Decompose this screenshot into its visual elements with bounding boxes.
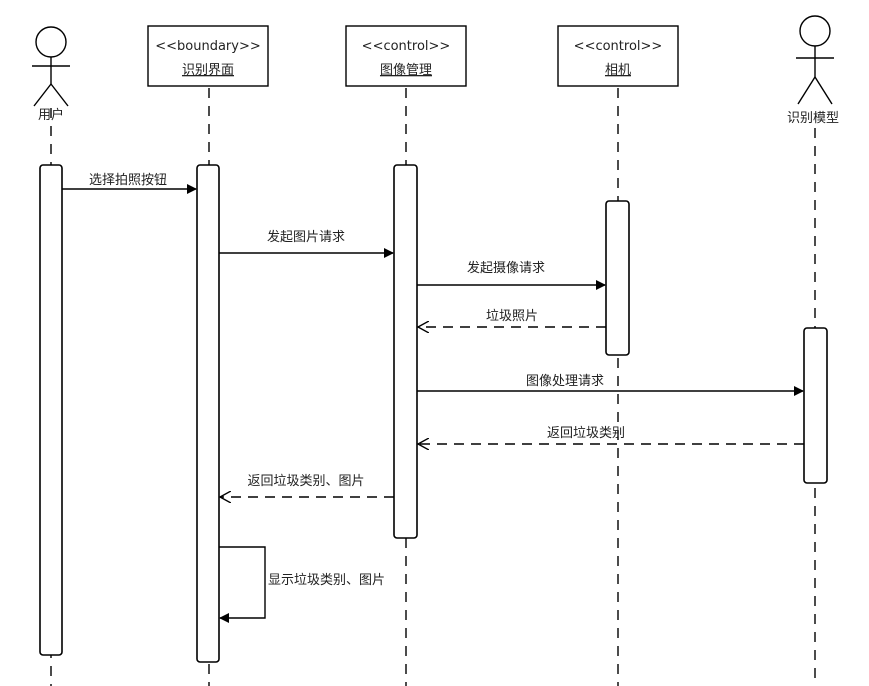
message-label-m7: 返回垃圾类别、图片 [247, 474, 364, 489]
object-boundary-name: 识别界面 [182, 63, 234, 78]
message-line-m8 [219, 546, 266, 623]
actor-user-label: 用户 [38, 107, 64, 123]
actor-user-head [35, 26, 67, 58]
activation-ui [196, 164, 220, 663]
object-boundary: <<boundary>> 识别界面 [147, 25, 269, 87]
message-label-m4: 垃圾照片 [486, 309, 538, 324]
object-camera-name: 相机 [605, 63, 631, 78]
activation-user [39, 164, 63, 656]
object-image-manager-stereotype: <<control>> [362, 39, 451, 54]
object-image-manager: <<control>> 图像管理 [345, 25, 467, 87]
message-label-m6: 返回垃圾类别 [547, 426, 625, 441]
actor-model-label: 识别模型 [787, 111, 839, 126]
message-label-m3: 发起摄像请求 [467, 260, 545, 276]
message-label-m1: 选择拍照按钮 [89, 173, 167, 188]
actor-model [796, 15, 834, 105]
object-image-manager-name: 图像管理 [380, 63, 432, 78]
message-label-m5: 图像处理请求 [526, 374, 604, 389]
activation-cam [605, 200, 630, 356]
object-camera-stereotype: <<control>> [574, 39, 663, 54]
object-boundary-stereotype: <<boundary>> [155, 39, 261, 54]
actor-model-head [799, 15, 831, 47]
activation-img [393, 164, 418, 539]
message-label-m8: 显示垃圾类别、图片 [268, 573, 385, 588]
object-camera: <<control>> 相机 [557, 25, 679, 87]
message-label-m2: 发起图片请求 [267, 229, 345, 245]
activation-model [803, 327, 828, 484]
actor-user [32, 26, 70, 107]
